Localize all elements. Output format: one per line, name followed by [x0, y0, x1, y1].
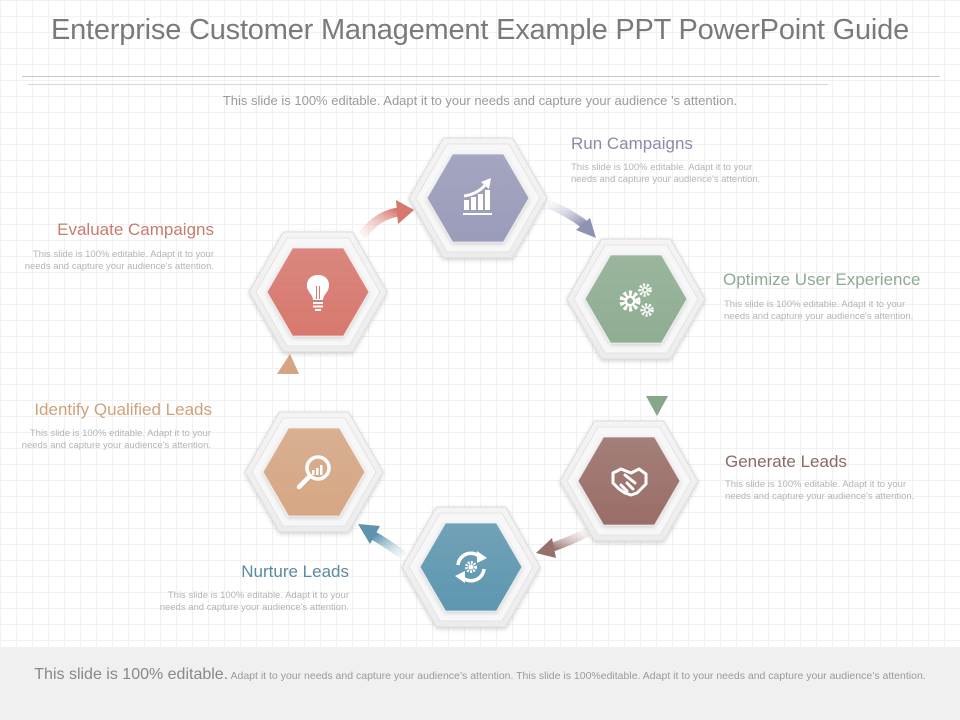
- arrow-identify-to-evaluate: [277, 354, 299, 410]
- lightbulb-icon: [306, 275, 330, 311]
- step-desc-evaluate-campaigns: This slide is 100% editable. Adapt it to…: [24, 249, 214, 272]
- step-desc-generate-leads: This slide is 100% editable. Adapt it to…: [725, 479, 915, 502]
- chart-growth-icon: [463, 178, 492, 215]
- gears-icon: [619, 283, 654, 317]
- step-label-evaluate-campaigns: Evaluate Campaigns: [57, 220, 214, 239]
- magnifier-chart-icon: [296, 455, 331, 490]
- title-divider-secondary: [28, 84, 828, 85]
- footer-body-text: Adapt it to your needs and capture your …: [228, 670, 926, 682]
- handshake-icon: [611, 467, 648, 497]
- step-hexagon-optimize-user-experience: [566, 238, 706, 360]
- step-label-identify-qualified-leads: Identify Qualified Leads: [34, 400, 212, 419]
- arrow-evaluate-to-run: [358, 200, 414, 239]
- step-desc-nurture-leads: This slide is 100% editable. Adapt it to…: [159, 590, 349, 613]
- step-label-generate-leads: Generate Leads: [725, 452, 847, 471]
- step-desc-optimize-user-experience: This slide is 100% editable. Adapt it to…: [724, 299, 914, 322]
- arrow-nurture-to-identify: [358, 524, 407, 560]
- step-label-nurture-leads: Nurture Leads: [241, 562, 349, 581]
- step-hexagon-nurture-leads: [401, 506, 541, 628]
- footer-banner: This slide is 100% editable. Adapt it to…: [0, 647, 960, 720]
- step-desc-run-campaigns: This slide is 100% editable. Adapt it to…: [571, 162, 761, 185]
- footer-lead-text: This slide is 100% editable.: [34, 666, 229, 683]
- title-divider: [22, 76, 940, 77]
- step-hexagon-generate-leads: [559, 420, 699, 542]
- arrow-optimize-to-generate: [646, 360, 668, 416]
- arrow-generate-to-nurture: [536, 527, 591, 558]
- refresh-gear-icon: [455, 551, 487, 583]
- slide-title: Enterprise Customer Management Example P…: [50, 14, 910, 46]
- arrow-run-to-optimize: [546, 199, 596, 238]
- slide-subtitle: This slide is 100% editable. Adapt it to…: [222, 93, 738, 108]
- step-hexagon-run-campaigns: [408, 137, 548, 259]
- step-desc-identify-qualified-leads: This slide is 100% editable. Adapt it to…: [21, 428, 211, 451]
- step-label-optimize-user-experience: Optimize User Experience: [723, 270, 921, 289]
- step-hexagon-identify-qualified-leads: [244, 411, 384, 533]
- hexagon-fill: [577, 436, 681, 526]
- step-hexagon-evaluate-campaigns: [248, 231, 388, 353]
- step-label-run-campaigns: Run Campaigns: [571, 134, 693, 153]
